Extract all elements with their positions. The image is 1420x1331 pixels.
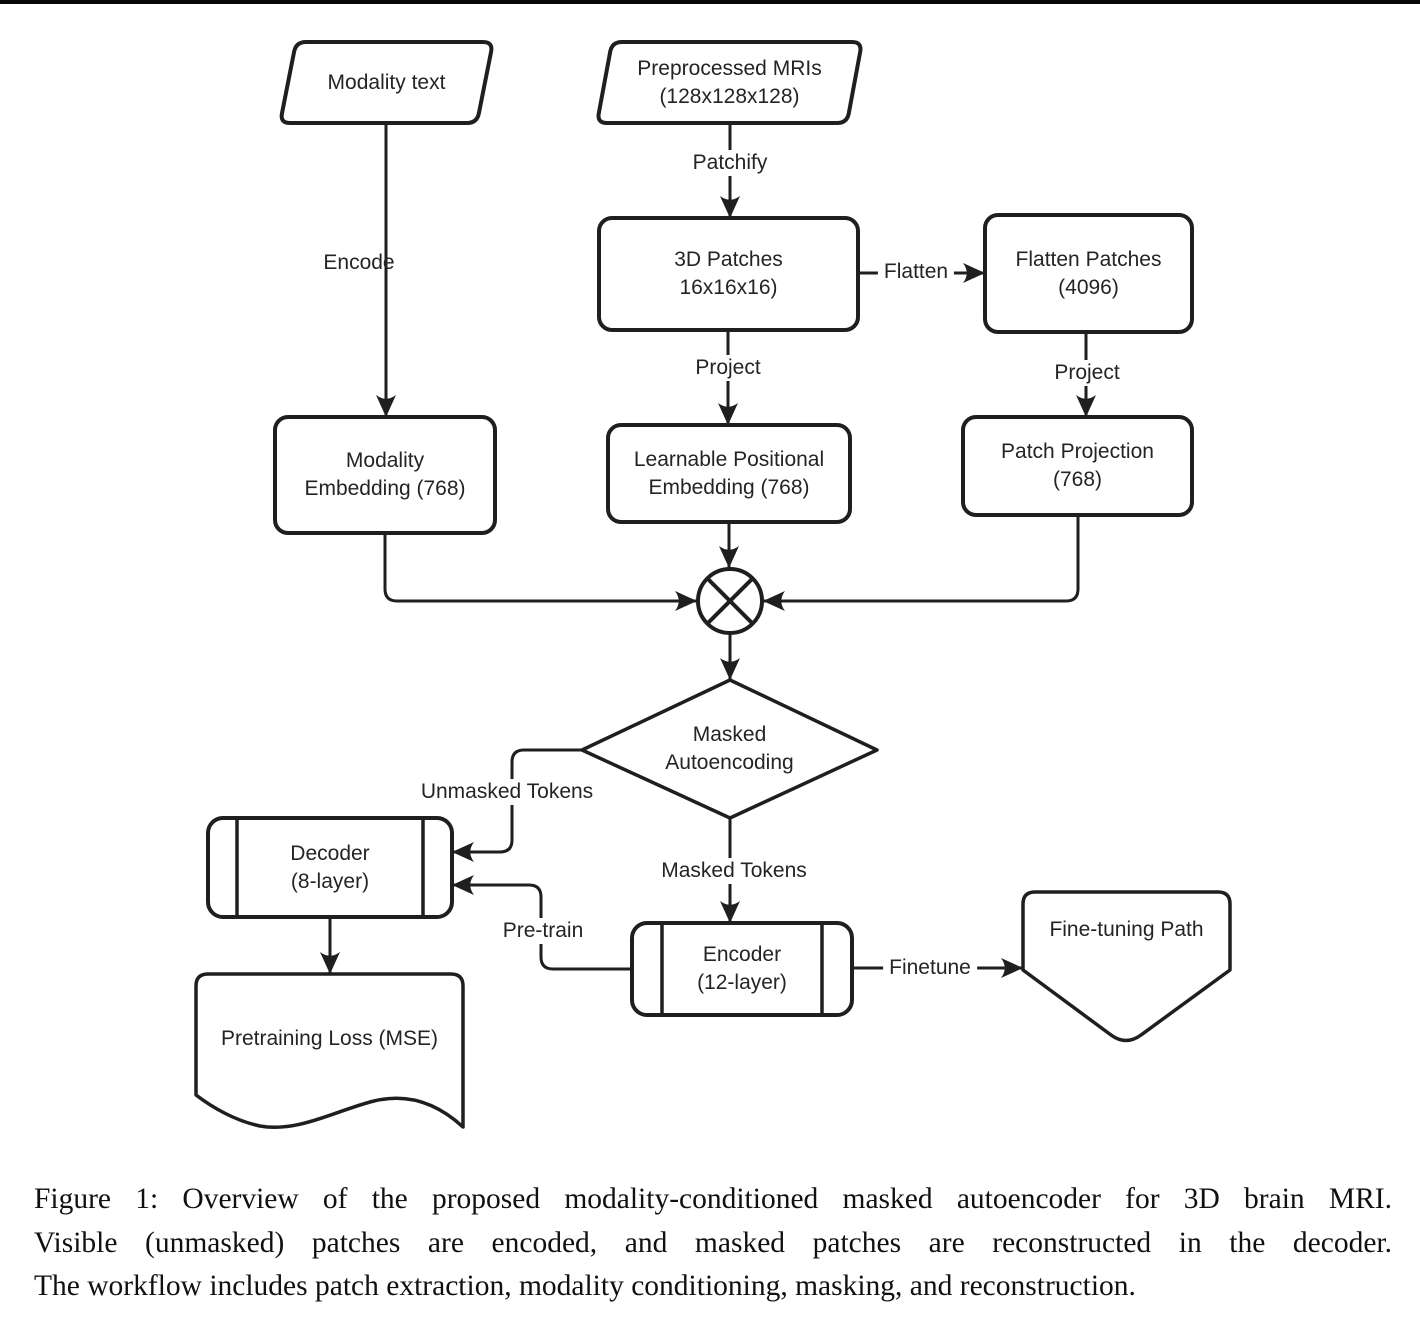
pretraining-loss-shape — [194, 972, 465, 1129]
3d-patches-shape — [597, 216, 860, 332]
patch-projection-shape — [961, 415, 1194, 517]
combine-x-stroke-2 — [705, 576, 755, 626]
edge-label-patchify: Patchify — [686, 150, 774, 176]
preprocessed-mris-shape — [596, 40, 863, 125]
caption-line-1: Figure 1: Overview of the proposed modal… — [34, 1183, 1392, 1215]
masked-autoencoding-shape — [580, 678, 879, 820]
encoder-shape — [630, 921, 854, 1017]
edge-label-finetune: Finetune — [883, 955, 977, 981]
edge-label-flatten: Flatten — [877, 259, 955, 285]
edge-projection-to-combine — [763, 515, 1080, 611]
edge-modality-to-combine — [383, 533, 697, 611]
learnable-positional-embedding-shape — [606, 423, 852, 524]
caption-line-3: The workflow includes patch extraction, … — [34, 1270, 1136, 1303]
top-border-line — [0, 0, 1420, 4]
flatten-patches-shape — [983, 213, 1194, 334]
edge-label-encode: Encode — [323, 251, 395, 274]
edge-label-masked-tokens: Masked Tokens — [655, 858, 813, 884]
modality-embedding-shape — [273, 415, 497, 535]
edge-label-project-mid: Project — [689, 355, 767, 381]
edge-label-unmasked-tokens: Unmasked Tokens — [414, 779, 600, 805]
figure-caption: Figure 1: Overview of the proposed modal… — [34, 1178, 1392, 1309]
modality-text-shape — [279, 40, 494, 125]
caption-line-2: Visible (unmasked) patches are encoded, … — [34, 1226, 1392, 1259]
fine-tuning-path-shape — [1021, 890, 1232, 1043]
decoder-shape — [206, 816, 454, 919]
edge-label-pretrain: Pre-train — [496, 918, 590, 944]
edge-label-project-right: Project — [1048, 360, 1126, 386]
